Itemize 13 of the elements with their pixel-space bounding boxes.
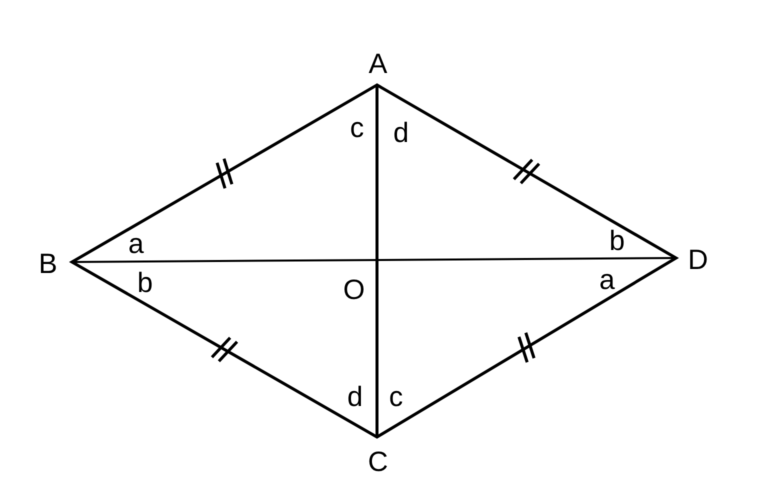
angle-label: b bbox=[609, 227, 625, 255]
angle-label: a bbox=[128, 230, 144, 258]
vertex-label: D bbox=[688, 246, 708, 274]
angle-label: b bbox=[137, 269, 153, 297]
angle-label: c bbox=[389, 383, 403, 411]
point-label: O bbox=[343, 276, 365, 304]
angle-label: c bbox=[350, 114, 364, 142]
angle-label: d bbox=[347, 383, 363, 411]
angle-label: a bbox=[599, 266, 615, 294]
vertex-label: B bbox=[38, 250, 58, 278]
angle-label: d bbox=[393, 119, 409, 147]
vertex-label: C bbox=[368, 448, 388, 476]
vertex-label: A bbox=[368, 50, 388, 78]
